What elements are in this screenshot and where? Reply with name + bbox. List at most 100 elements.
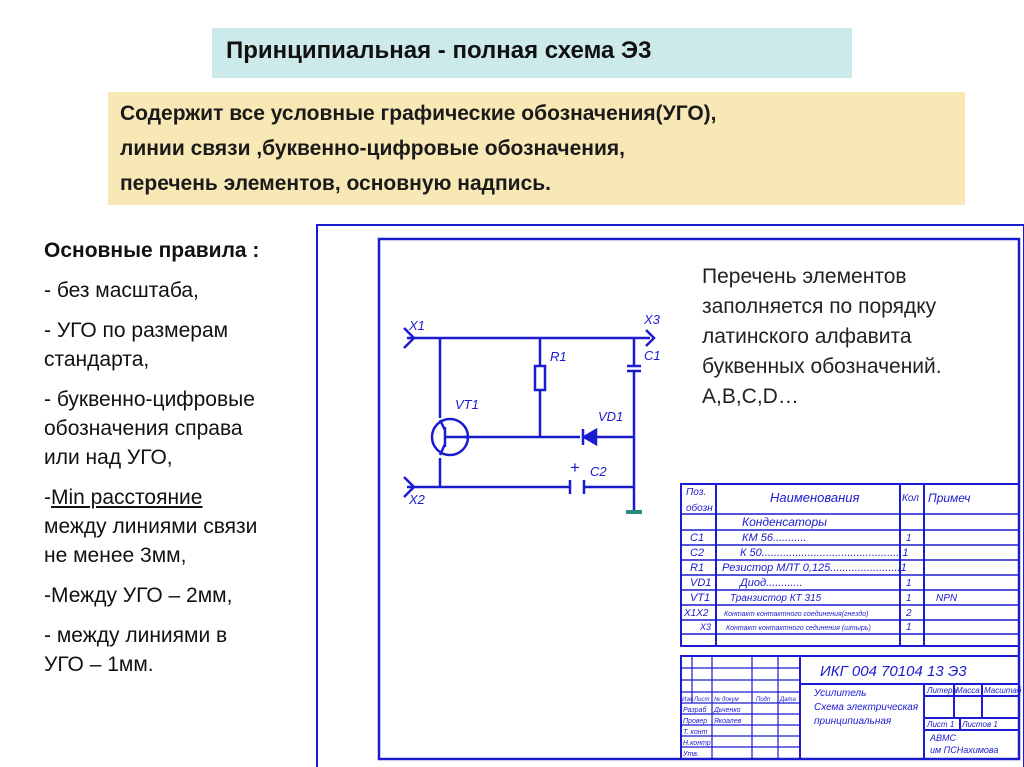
row-pos: X3	[699, 622, 711, 632]
row-pos: C2	[690, 547, 704, 559]
hdr-qty: Кол	[902, 493, 919, 504]
stamp-org-2: им ПСНахимова	[930, 745, 998, 755]
row-name: КМ 56...........	[742, 532, 807, 544]
rule-line: не менее 3мм,	[44, 544, 187, 567]
stamp-mass: Масса	[956, 686, 980, 695]
label-c1: C1	[644, 348, 661, 363]
row-pos: VT1	[690, 592, 710, 604]
x2-connector	[403, 476, 416, 498]
rule-line: между линиями связи	[44, 515, 258, 538]
stamp-r-podp: Подп	[756, 697, 771, 703]
sheet-outer-frame	[316, 224, 1024, 767]
note-line: A,B,C,D…	[702, 385, 799, 408]
rules-list: Основные правила : - без масштаба, - УГО…	[44, 236, 324, 679]
description-line-3: перечень элементов, основную надпись.	[120, 172, 551, 195]
note-line: латинского алфавита	[702, 325, 912, 348]
vt1-collector-lead	[438, 419, 447, 431]
label-r1: R1	[550, 349, 567, 364]
row-name: Транзистор КТ 315	[730, 593, 822, 604]
stamp-p4: Н.контр	[683, 740, 711, 747]
row-pos: C1	[690, 532, 704, 544]
row-qty: 1	[906, 622, 912, 633]
row-pos: X1X2	[683, 608, 709, 619]
slide-title: Принципиальная - полная схема Э3	[226, 37, 652, 64]
label-c2: C2	[590, 464, 607, 479]
rule-line-min: -Min расстояние	[44, 483, 324, 512]
hdr-pos: Поз.	[686, 487, 706, 498]
title-block	[680, 655, 1020, 760]
x1-connector	[403, 327, 416, 349]
note-line: заполняется по порядку	[702, 295, 937, 318]
stamp-r-data: Дата	[779, 697, 796, 703]
rule-line: УГО – 1мм.	[44, 653, 154, 676]
hdr-pos2: обозн	[686, 502, 713, 514]
parts-order-note: Перечень элементов заполняется по порядк…	[702, 262, 942, 412]
rule-item-5: -Между УГО – 2мм,	[44, 581, 324, 610]
vd1-diode-triangle	[581, 427, 598, 447]
row-qty: 1	[906, 533, 912, 544]
rule-line: - буквенно-цифровые	[44, 388, 255, 411]
r1-resistor	[533, 364, 547, 392]
stamp-p1-name: Дьченко	[713, 707, 741, 714]
stamp-r-ndok: № докум	[714, 696, 739, 703]
stamp-scale: Масштаб	[984, 686, 1022, 695]
rule-line: обозначения справа	[44, 417, 243, 440]
rule-item-6: - между линиями в УГО – 1мм.	[44, 621, 324, 679]
rule-line: или над УГО,	[44, 446, 173, 469]
x3-connector	[645, 329, 656, 347]
parts-list-table	[680, 483, 1020, 647]
slide-title-box: Принципиальная - полная схема Э3	[212, 28, 852, 78]
stamp-sheet: Лист 1	[926, 720, 954, 729]
row-pos: R1	[690, 562, 704, 574]
title-block-grid	[681, 656, 800, 759]
parts-list-row-lines	[681, 513, 1019, 635]
row-name: Контакт контактного сединения (штырь)	[726, 624, 871, 632]
rule-line: стандарта,	[44, 348, 150, 371]
stamp-p2-name: Якоалев	[713, 718, 742, 725]
label-x3: X3	[643, 312, 661, 327]
stamp-title-2: Схема электрическая	[814, 702, 919, 713]
label-x2: X2	[408, 492, 426, 507]
rule-line: - без масштаба,	[44, 279, 199, 302]
row-qty: 2	[905, 608, 912, 619]
rule-item-3: - буквенно-цифровые обозначения справа и…	[44, 385, 324, 472]
stamp-r-izm: Изм	[682, 697, 693, 703]
hdr-note: Примеч	[928, 491, 970, 505]
rule-line: -Между УГО – 2мм,	[44, 584, 233, 607]
vt1-emitter-lead	[438, 443, 447, 456]
row-name: Диод............	[738, 577, 803, 589]
parts-list-frame	[680, 483, 1020, 647]
hdr-name: Наименования	[770, 490, 859, 505]
stamp-liter: Литера	[926, 686, 957, 695]
rule-item-1: - без масштаба,	[44, 276, 324, 305]
row-pos: VD1	[690, 577, 711, 589]
group-capacitors: Конденсаторы	[742, 515, 827, 529]
stamp-org-1: АВМС	[929, 733, 957, 743]
description-box: Содержит все условные графические обозна…	[108, 92, 965, 205]
rules-heading: Основные правила :	[44, 239, 260, 262]
note-line: Перечень элементов	[702, 265, 907, 288]
stamp-r-list: Лист	[693, 697, 709, 703]
stamp-p2: Провер	[683, 718, 707, 725]
stamp-p1: Разраб	[683, 706, 707, 714]
rule-item-4: -Min расстояние между линиями связи не м…	[44, 483, 324, 570]
stamp-sheets: Листов 1	[961, 720, 998, 729]
label-plus: +	[570, 458, 580, 477]
row-name: К 50....................................…	[740, 547, 908, 559]
label-x1: X1	[408, 318, 425, 333]
row-qty: 1	[906, 578, 912, 589]
row-name: Резистор МЛТ 0,125......................…	[722, 562, 907, 574]
row-qty: 1	[906, 593, 912, 604]
rule-line: - между линиями в	[44, 624, 228, 647]
schematic	[403, 327, 656, 514]
row-note: NPN	[936, 593, 958, 604]
stamp-title-1: Усилитель	[813, 688, 866, 699]
rule-line: - УГО по размерам	[44, 319, 229, 342]
label-vd1: VD1	[598, 409, 623, 424]
description-line-1: Содержит все условные графические обозна…	[120, 102, 717, 125]
title-block-frame	[680, 655, 1020, 760]
description-line-2: линии связи ,буквенно-цифровые обозначен…	[120, 137, 625, 160]
rule-prefix: -	[44, 486, 51, 509]
label-vt1: VT1	[455, 397, 479, 412]
